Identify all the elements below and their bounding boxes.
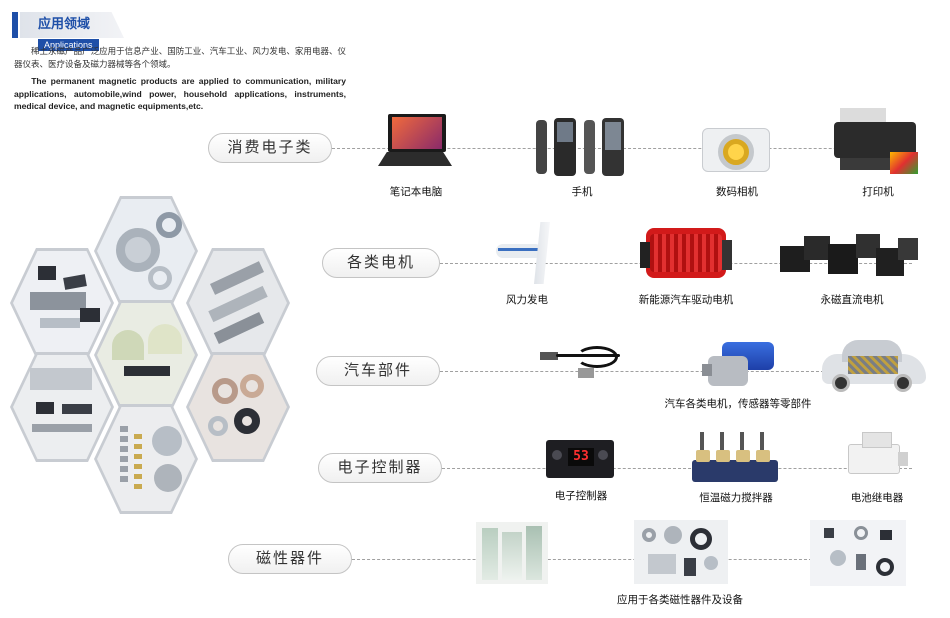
- ev-motor-image: [640, 222, 732, 282]
- controller-image: 53: [546, 440, 614, 478]
- car-image: [822, 334, 928, 396]
- category-motors: 各类电机: [322, 248, 440, 278]
- label-camera: 数码相机: [716, 186, 758, 198]
- label-magnetic-devices: 应用于各类磁性器件及设备: [617, 594, 743, 606]
- connector-line: [440, 371, 824, 372]
- category-consumer-electronics: 消费电子类: [208, 133, 332, 163]
- wind-turbine-image: [488, 222, 568, 284]
- phone-image: [536, 118, 628, 178]
- connector-line: [352, 559, 812, 560]
- connector-line: [442, 468, 912, 469]
- label-ev-motor: 新能源汽车驱动电机: [638, 294, 734, 306]
- label-auto-parts: 汽车各类电机，传感器等零部件: [664, 398, 812, 410]
- magnetic-parts-image: [810, 520, 906, 586]
- hex-arc-magnets: [94, 300, 198, 410]
- label-relay: 电池继电器: [850, 492, 904, 504]
- section-title: 应用领域: [38, 17, 91, 32]
- stirrer-image: [692, 428, 778, 484]
- label-controller: 电子控制器: [554, 490, 608, 502]
- header-accent-bar: [12, 12, 18, 38]
- hex-sheet-magnets: [10, 352, 114, 462]
- category-magnetic-devices: 磁性器件: [228, 544, 352, 574]
- dc-motor-image: [780, 228, 920, 284]
- laptop-image: [378, 114, 452, 176]
- label-wind-power: 风力发电: [506, 294, 548, 306]
- hex-bar-magnets: [186, 248, 290, 358]
- auto-motor-image: [702, 338, 778, 390]
- magnetic-components-image: [634, 520, 728, 584]
- printer-image: [834, 108, 920, 176]
- label-laptop: 笔记本电脑: [389, 186, 443, 198]
- label-stirrer: 恒温磁力搅拌器: [699, 492, 773, 504]
- intro-english: The permanent magnetic products are appl…: [14, 76, 346, 111]
- hex-disc-magnets: [94, 404, 198, 514]
- label-phone: 手机: [571, 186, 593, 198]
- label-dc-motor: 永磁直流电机: [820, 294, 884, 306]
- intro-chinese: 稀土永磁产品广泛应用于信息产业、国防工业、汽车工业、风力发电、家用电器、仪器仪表…: [14, 47, 346, 70]
- controller-display: 53: [568, 448, 594, 466]
- category-auto-parts: 汽车部件: [316, 356, 440, 386]
- hex-block-magnets: [10, 248, 114, 358]
- label-printer: 打印机: [862, 186, 894, 198]
- sensor-image: [540, 340, 632, 384]
- section-header: 应用领域 Applications: [12, 12, 124, 51]
- camera-image: [702, 118, 770, 174]
- magnetic-equipment-image: [476, 522, 548, 584]
- hex-ring-magnets: [94, 196, 198, 306]
- header-tab: [20, 12, 124, 38]
- relay-image: [848, 432, 908, 478]
- hex-washer-magnets: [186, 352, 290, 462]
- category-electronic-controllers: 电子控制器: [318, 453, 442, 483]
- section-subtitle: Applications: [38, 39, 99, 51]
